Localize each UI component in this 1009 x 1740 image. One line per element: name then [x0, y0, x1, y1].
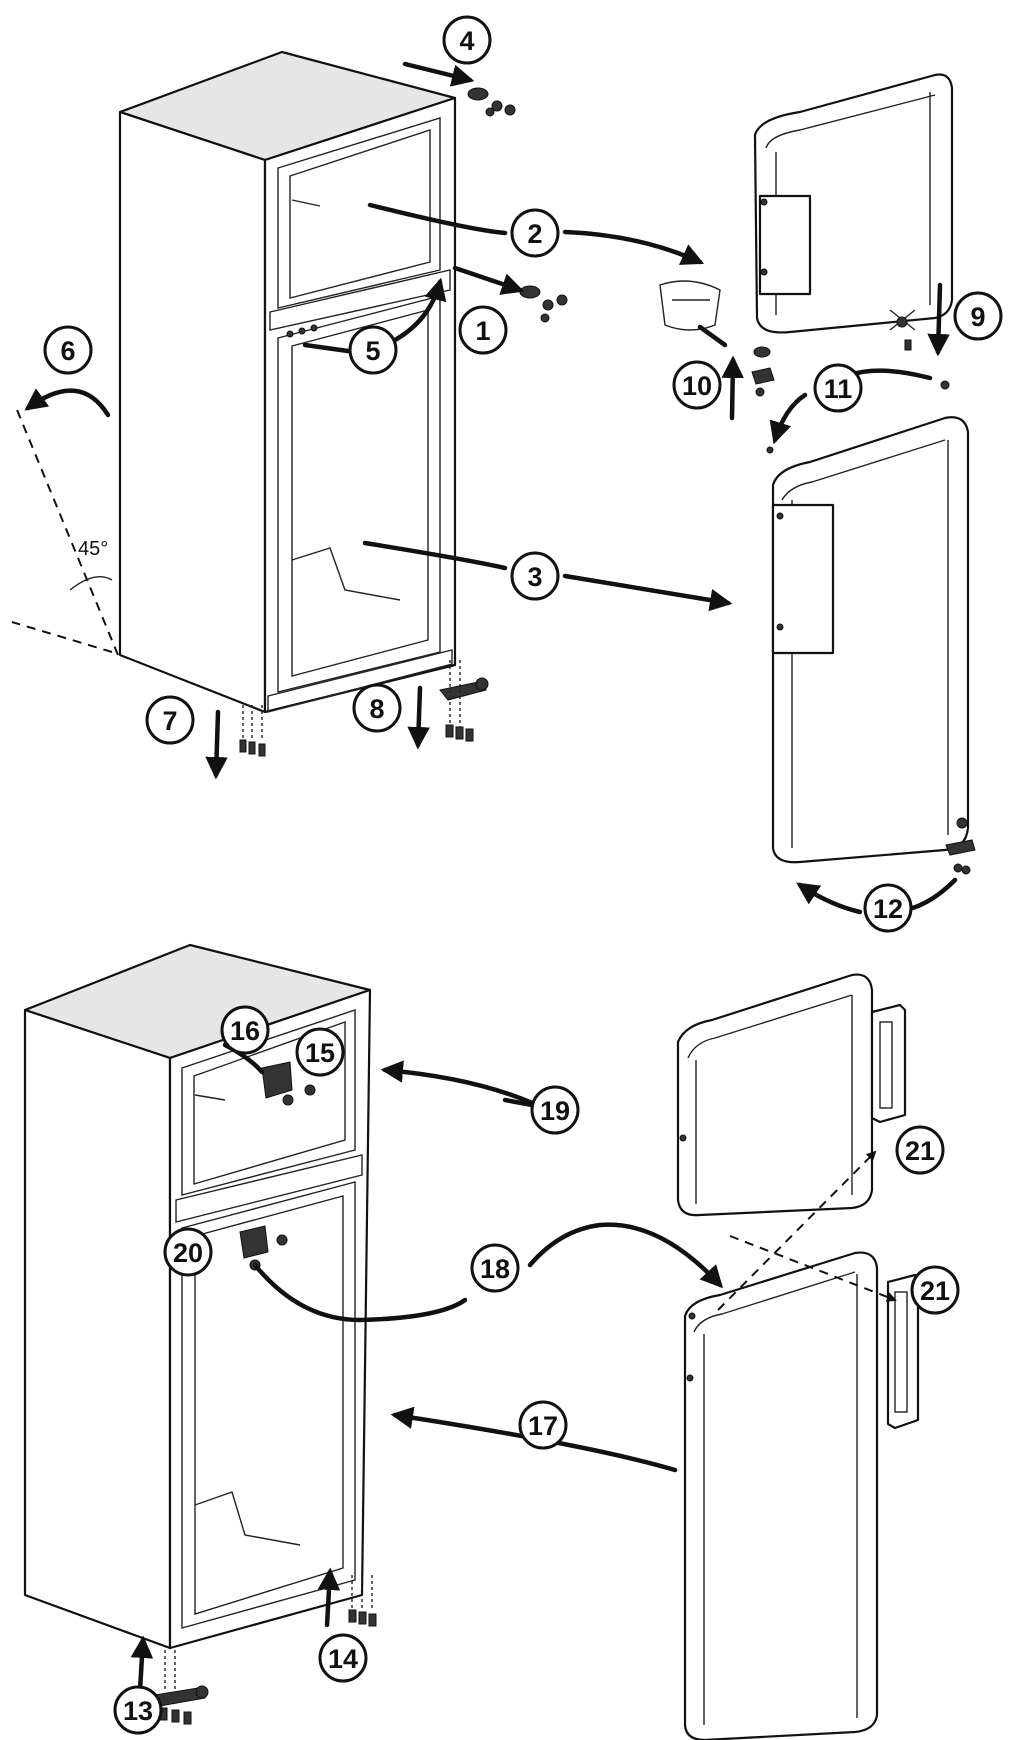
step-callout-21a: 21 — [895, 1125, 945, 1175]
svg-text:13: 13 — [123, 1696, 153, 1726]
svg-text:9: 9 — [970, 302, 985, 332]
arrow-step-5b — [392, 277, 447, 343]
hole-caps — [286, 324, 318, 338]
freezer-door-top — [753, 73, 954, 334]
middle-hinge-parts — [519, 285, 568, 323]
arrow-step-9 — [927, 282, 950, 357]
arrow-step-5a — [302, 342, 358, 355]
bottom-feet-screws — [239, 705, 266, 757]
svg-text:2: 2 — [527, 219, 542, 249]
svg-text:18: 18 — [480, 1254, 510, 1284]
svg-text:8: 8 — [369, 694, 384, 724]
step-callout-4: 4 — [442, 15, 492, 65]
step-callout-3: 3 — [510, 551, 560, 601]
svg-text:21: 21 — [905, 1136, 935, 1166]
arrow-step-10b — [721, 355, 744, 421]
arrow-step-10a — [697, 324, 728, 348]
step-callout-16: 16 — [220, 1005, 270, 1055]
arrow-step-12b — [796, 882, 863, 915]
top-hinge-parts — [467, 87, 516, 117]
arrow-step-2a — [367, 202, 508, 236]
arrow-step-18b — [527, 1222, 724, 1289]
step-callout-1: 1 — [458, 305, 508, 355]
fridge-door-handle — [771, 503, 835, 655]
freezer-door-bottom — [676, 973, 874, 1217]
arrow-step-11a — [847, 368, 933, 381]
tilt-base-line — [11, 621, 113, 653]
svg-text:21: 21 — [920, 1276, 950, 1306]
step-callout-2: 2 — [510, 208, 560, 258]
step-callout-5: 5 — [348, 325, 398, 375]
fridge-door-bottom — [683, 1251, 879, 1740]
dashed-guide-21-upper — [717, 1150, 877, 1311]
step-callout-13: 13 — [113, 1685, 163, 1735]
freezer-handle-new-side — [870, 1003, 907, 1124]
hinge-pin-part — [940, 380, 950, 390]
svg-text:7: 7 — [162, 706, 177, 736]
svg-text:14: 14 — [328, 1644, 358, 1674]
angle-arc — [69, 576, 113, 591]
svg-text:16: 16 — [230, 1016, 260, 1046]
bottom-feet-installed — [348, 1575, 377, 1627]
freezer-door-hinge-parts — [889, 309, 916, 351]
dashed-guide-21-lower — [729, 1235, 897, 1302]
svg-text:10: 10 — [682, 371, 712, 401]
step-callout-10: 10 — [672, 360, 722, 410]
top-hinge-installed — [261, 1061, 316, 1106]
bottom-hinge-parts — [439, 660, 489, 742]
svg-text:19: 19 — [540, 1096, 570, 1126]
step-callout-12: 12 — [863, 883, 913, 933]
freezer-door-stop-parts — [659, 280, 775, 397]
arrow-step-17 — [390, 1406, 678, 1473]
svg-text:3: 3 — [527, 562, 542, 592]
tilt-line-45 — [14, 404, 119, 656]
svg-text:4: 4 — [459, 26, 474, 56]
svg-text:1: 1 — [475, 316, 490, 346]
angle-label: 45° — [78, 538, 108, 560]
step-callout-6: 6 — [43, 325, 93, 375]
svg-text:12: 12 — [873, 894, 903, 924]
step-callout-15: 15 — [295, 1027, 345, 1077]
fridge-body-top — [118, 50, 457, 714]
arrow-step-8 — [407, 685, 430, 750]
arrow-step-3a — [362, 540, 508, 571]
step-callout-18: 18 — [470, 1243, 520, 1293]
step-callout-9: 9 — [953, 291, 1003, 341]
svg-text:6: 6 — [60, 336, 75, 366]
arrow-step-6 — [24, 388, 111, 418]
arrow-step-13 — [130, 1635, 154, 1693]
step-callout-19: 19 — [530, 1085, 580, 1135]
freezer-door-handle — [758, 194, 812, 296]
svg-text:20: 20 — [173, 1238, 203, 1268]
bottom-hinge-installed — [154, 1650, 209, 1725]
arrow-step-2b — [562, 229, 705, 265]
svg-text:5: 5 — [365, 336, 380, 366]
arrow-step-11b — [769, 392, 808, 445]
step-callout-7: 7 — [145, 695, 195, 745]
svg-text:17: 17 — [528, 1411, 558, 1441]
fridge-body-bottom — [23, 943, 372, 1650]
arrow-step-18a — [252, 1262, 468, 1323]
step-callout-8: 8 — [352, 683, 402, 733]
arrow-step-14 — [317, 1567, 341, 1628]
step-callout-11: 11 — [813, 363, 863, 413]
fridge-door-bottom-parts — [945, 817, 976, 875]
step-callout-20: 20 — [163, 1227, 213, 1277]
hinge-pin-hole — [766, 446, 774, 454]
step-callout-14: 14 — [318, 1633, 368, 1683]
step-callout-21b: 21 — [910, 1265, 960, 1315]
arrow-step-12a — [902, 877, 958, 913]
arrow-step-1 — [452, 265, 525, 295]
svg-text:11: 11 — [824, 374, 853, 404]
arrow-step-7 — [205, 709, 228, 780]
fridge-handle-new-side — [886, 1273, 920, 1430]
step-callout-17: 17 — [518, 1400, 568, 1450]
arrow-step-3b — [562, 573, 733, 612]
svg-text:15: 15 — [305, 1038, 335, 1068]
fridge-door-top — [771, 416, 970, 864]
arrow-step-4 — [402, 61, 475, 87]
